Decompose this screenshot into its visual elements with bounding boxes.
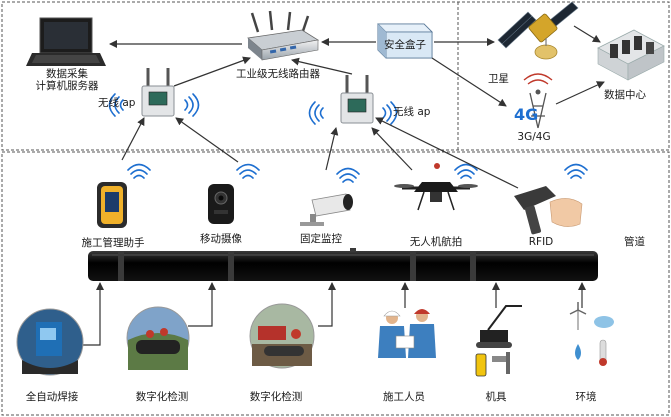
arrow-4g-to-datacenter xyxy=(555,81,605,105)
arrow-box-to-4g xyxy=(431,57,507,107)
rfid-label: RFID xyxy=(528,236,554,248)
digital-inspection-2-label: 数字化检测 xyxy=(249,391,303,403)
wifi-icon xyxy=(236,163,260,179)
arrow-monitor-to-ap xyxy=(325,127,339,171)
arrow-rfid-to-ap xyxy=(375,117,519,189)
handheld-label: 施工管理助手 xyxy=(81,237,145,249)
environment-icon xyxy=(569,302,614,366)
fixed-monitor-label: 固定监控 xyxy=(300,233,342,245)
laptop-icon xyxy=(26,17,106,66)
ap-right-icon xyxy=(340,75,374,124)
data-server-label: 数据采集 计算机服务器 xyxy=(35,68,99,92)
wifi-icon xyxy=(454,163,478,179)
welding-photo xyxy=(16,308,84,376)
field-arrows xyxy=(82,282,586,346)
workers-label: 施工人员 xyxy=(383,391,425,403)
satellite-label: 卫星 xyxy=(488,73,509,85)
drone-icon xyxy=(394,163,478,211)
satellite-icon xyxy=(497,1,579,60)
mobile-camera-label: 移动摄像 xyxy=(200,233,242,245)
ap-right-label: 无线 ap xyxy=(393,106,431,118)
inspection-photo-2 xyxy=(249,303,315,369)
environment-label: 环境 xyxy=(575,391,597,403)
cellular-tower-icon xyxy=(523,73,553,129)
arrow-ap-left-to-router xyxy=(173,56,251,87)
pipe-joints xyxy=(118,248,476,281)
machinery-label: 机具 xyxy=(485,391,507,403)
wifi-icon xyxy=(382,101,398,125)
arrow-welding-to-pipe xyxy=(82,282,104,346)
mobile-camera-icon xyxy=(208,184,234,224)
network-arrows xyxy=(109,25,605,189)
data-center-label: 数据中心 xyxy=(604,89,646,101)
pipeline xyxy=(88,251,598,281)
rfid-reader-icon xyxy=(514,186,583,235)
handheld-device-icon xyxy=(97,182,127,228)
arrow-drone-to-ap xyxy=(371,127,413,171)
cellular-label: 3G/4G xyxy=(517,131,551,143)
security-box-label: 安全盒子 xyxy=(384,39,426,51)
arrow-inspection1-to-pipe xyxy=(188,282,216,327)
wifi-icon xyxy=(308,101,324,125)
wifi-icon xyxy=(108,93,124,117)
welding-label: 全自动焊接 xyxy=(25,391,79,403)
arrow-ap-right-to-router xyxy=(291,57,353,75)
arrow-satellite-to-datacenter xyxy=(573,25,601,43)
inspection-photo-1 xyxy=(126,306,190,370)
wifi-icon xyxy=(184,93,200,117)
ap-left-icon xyxy=(141,68,175,117)
digital-inspection-1-label: 数字化检测 xyxy=(135,391,189,403)
ap-left-label: 无线 ap xyxy=(98,97,136,109)
wifi-icon xyxy=(127,163,151,179)
cellular-badge: 4G xyxy=(514,105,539,124)
top-region-border xyxy=(1,1,670,151)
wifi-icon xyxy=(564,163,588,179)
pipeline-label: 管道 xyxy=(624,236,645,248)
machinery-icon xyxy=(475,305,522,377)
arrow-camera-to-ap xyxy=(175,117,239,163)
drone-label: 无人机航拍 xyxy=(409,236,463,248)
arrow-inspection2-to-pipe xyxy=(318,282,336,327)
workers-icon xyxy=(378,309,436,358)
router-icon xyxy=(247,10,320,61)
wifi-icons xyxy=(108,93,588,183)
wifi-icon xyxy=(336,167,360,183)
router-label: 工业级无线路由器 xyxy=(236,68,320,80)
data-center-icon xyxy=(597,29,665,81)
security-box-icon xyxy=(377,23,433,59)
fixed-camera-icon xyxy=(300,193,353,226)
arrow-handheld-to-ap xyxy=(121,117,145,161)
